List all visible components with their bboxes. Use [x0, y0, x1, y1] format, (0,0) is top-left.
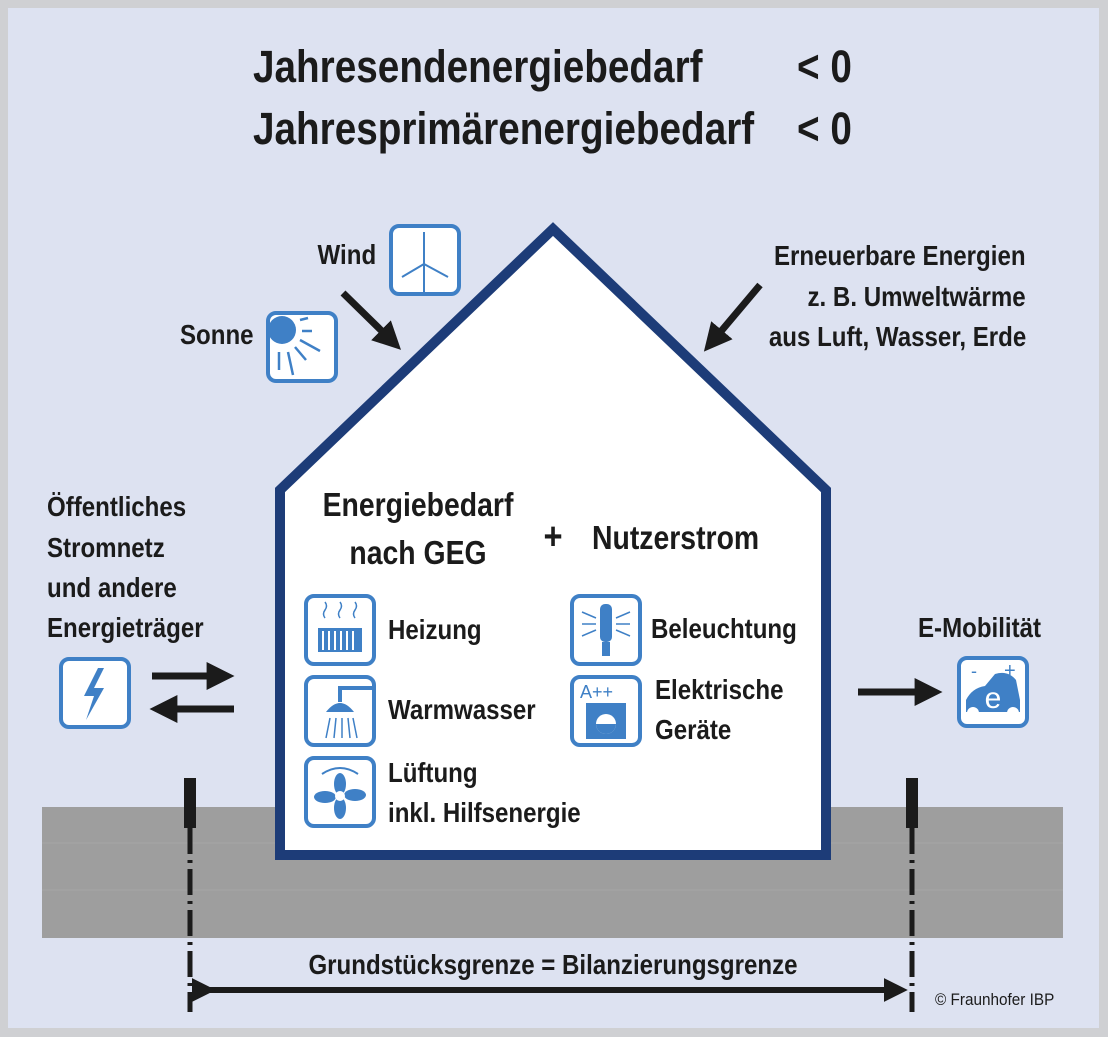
- svg-text:-: -: [971, 661, 977, 681]
- annual-final-energy-value: < 0: [797, 41, 852, 92]
- renewables-line-1: Erneuerbare Energien: [774, 240, 1026, 271]
- svg-text:A++: A++: [580, 682, 613, 702]
- user-power-heading: Nutzerstrom: [592, 519, 760, 556]
- renewables-arrow: [703, 282, 763, 352]
- annual-primary-energy-value: < 0: [797, 103, 852, 154]
- fan-icon: [304, 756, 376, 828]
- grid-line-2: Stromnetz: [47, 532, 165, 563]
- annual-primary-energy-label: Jahresprimärenergiebedarf: [253, 103, 755, 154]
- sun-label: Sonne: [180, 319, 254, 350]
- ventilation-label-2: inkl. Hilfsenergie: [388, 797, 581, 828]
- annual-final-energy-label: Jahresendenergiebedarf: [253, 41, 703, 92]
- grid-line-1: Öffentliches: [47, 491, 187, 522]
- plus-sign: +: [543, 516, 563, 558]
- grid-line-3: und andere: [47, 572, 177, 603]
- svg-text:+: +: [1004, 660, 1016, 682]
- geg-heading-line-1: Energiebedarf: [322, 486, 514, 523]
- renewables-line-3: aus Luft, Wasser, Erde: [768, 321, 1026, 352]
- car-e-letter: e: [985, 682, 1002, 715]
- sun-icon: [266, 311, 338, 383]
- electric-car-icon: e - +: [957, 656, 1029, 728]
- wind-arrow: [340, 290, 402, 350]
- grid-line-4: Energieträger: [47, 612, 204, 643]
- boundary-line-right: [906, 778, 918, 1012]
- ventilation-label: Lüftung: [388, 757, 478, 788]
- boundary-label: Grundstücksgrenze = Bilanzierungsgrenze: [308, 949, 798, 980]
- lighting-label: Beleuchtung: [651, 613, 797, 644]
- emobility-label: E-Mobilität: [918, 612, 1042, 643]
- heating-label: Heizung: [388, 614, 482, 645]
- wind-label: Wind: [317, 239, 376, 270]
- wind-turbine-icon: [389, 224, 461, 296]
- light-bulb-icon: [570, 594, 642, 666]
- geg-heading-line-2: nach GEG: [349, 534, 487, 571]
- appliances-label: Elektrische: [655, 674, 784, 705]
- shower-icon: [304, 675, 376, 747]
- copyright: © Fraunhofer IBP: [935, 990, 1055, 1009]
- washing-machine-icon: A++: [570, 675, 642, 747]
- boundary-line-left: [184, 778, 196, 1012]
- house-outline: [275, 222, 831, 860]
- hot-water-label: Warmwasser: [388, 694, 536, 725]
- renewables-line-2: z. B. Umweltwärme: [807, 281, 1026, 312]
- radiator-icon: [304, 594, 376, 666]
- appliances-label-2: Geräte: [655, 714, 732, 745]
- lightning-icon: [59, 657, 131, 729]
